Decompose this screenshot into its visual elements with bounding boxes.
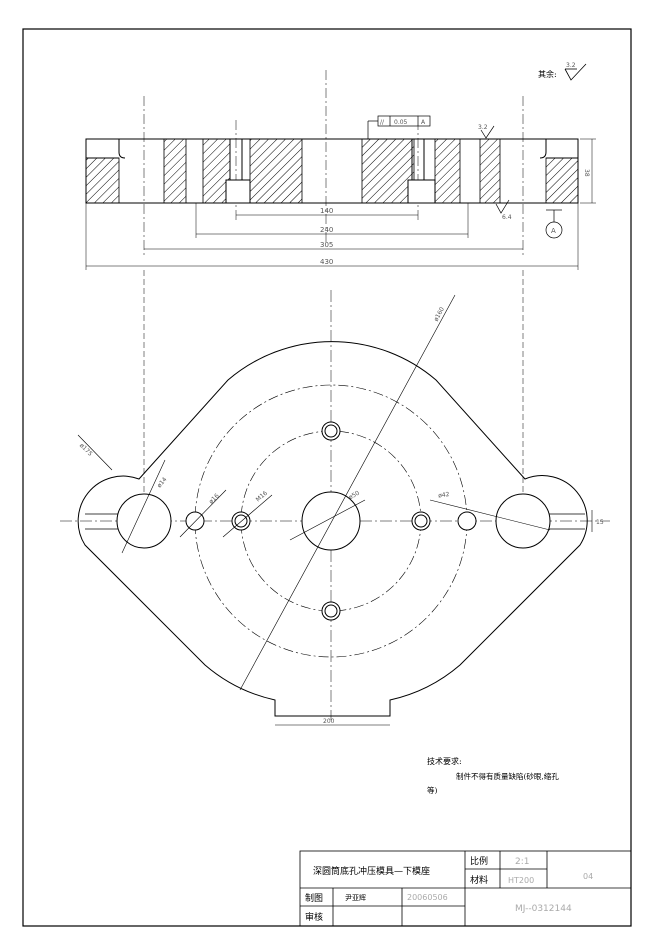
dim-phi16: ø16 — [208, 492, 221, 505]
tech-req-title: 技术要求: — [427, 756, 462, 766]
dim-15: 15 — [596, 519, 604, 526]
height-dim: 38 — [583, 169, 590, 177]
sheet-number: 04 — [583, 872, 593, 881]
drawn-name: 尹亚辉 — [345, 894, 366, 902]
title-block — [299, 850, 632, 927]
roughness-label: 其余: — [538, 69, 557, 79]
tolerance-datum: A — [421, 119, 426, 126]
dim-phi14: ø14 — [156, 476, 169, 489]
section-view: // 0.05 A 3.2 6.4 A 38 — [85, 70, 596, 270]
tech-req-line2: 等) — [427, 785, 437, 795]
drawing-number: MJ--0312144 — [515, 904, 572, 914]
scale-value: 2:1 — [515, 857, 529, 867]
dim-phi160: ø160 — [433, 306, 446, 323]
tolerance-value: 0.05 — [394, 119, 408, 126]
datum-icon — [545, 209, 563, 239]
drawn-label: 制图 — [305, 892, 323, 904]
dim-phi42: ø42 — [438, 491, 450, 500]
dim-140: 140 — [320, 207, 333, 215]
dim-240: 240 — [320, 226, 333, 234]
material-value: HT200 — [508, 876, 534, 885]
roughness-symbol-icon — [564, 63, 587, 81]
part-name: 深圆筒底孔冲压模具—下模座 — [313, 865, 430, 877]
datum-letter: A — [551, 227, 556, 235]
material-label: 材料 — [470, 874, 488, 886]
tolerance-frame — [367, 115, 431, 139]
dim-200: 200 — [323, 718, 335, 725]
base-contour — [77, 341, 588, 717]
dim-phi175: ø175 — [78, 442, 94, 458]
scale-label: 比例 — [470, 855, 488, 867]
plan-view: ø160 ø175 ø14 ø16 M16 ø50 ø42 200 15 — [60, 270, 610, 726]
surface-top-value: 3.2 — [478, 124, 488, 131]
surface-bottom-value: 6.4 — [502, 214, 512, 221]
dim-m16: M16 — [255, 490, 269, 504]
check-label: 审核 — [305, 911, 323, 923]
drawn-date: 20060506 — [407, 893, 448, 902]
dim-305: 305 — [320, 241, 333, 249]
tolerance-symbol: // — [380, 119, 385, 126]
tech-req-line1: 制件不得有质量缺陷(砂眼,缩孔 — [456, 771, 559, 781]
dim-430: 430 — [320, 258, 333, 266]
surface-finish-icon — [480, 125, 510, 214]
roughness-value: 3.2 — [566, 62, 576, 69]
dim-phi50: ø50 — [348, 490, 361, 502]
